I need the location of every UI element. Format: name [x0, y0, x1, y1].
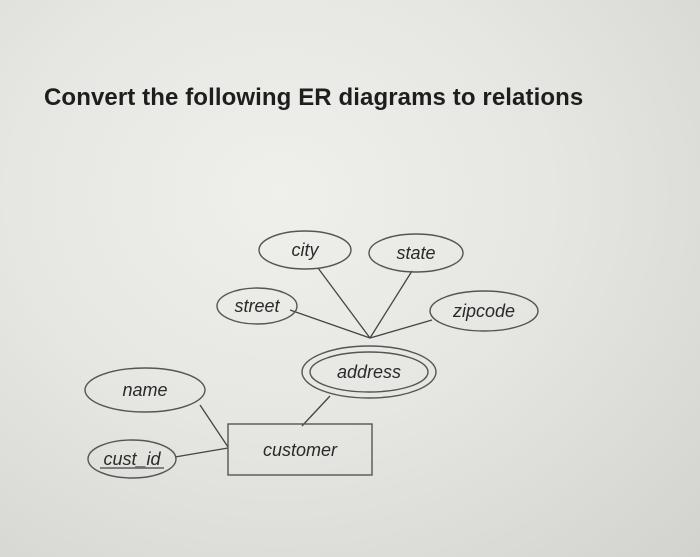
attribute-state-label: state	[396, 243, 435, 263]
relationship-lines	[174, 267, 433, 458]
line-zipcode-address	[369, 319, 433, 339]
attribute-city: city	[258, 230, 352, 270]
attribute-name-label: name	[122, 380, 167, 400]
attribute-zipcode: zipcode	[429, 290, 539, 332]
page-title: Convert the following ER diagrams to rel…	[44, 84, 584, 111]
attribute-zipcode-label: zipcode	[452, 301, 515, 321]
line-street-address	[289, 309, 371, 339]
entity-customer-label: customer	[263, 440, 338, 460]
line-state-address	[369, 270, 413, 339]
line-custid-customer	[174, 447, 229, 458]
line-address-customer	[301, 395, 331, 427]
entity-customer: customer	[227, 423, 373, 476]
attribute-state: state	[368, 233, 464, 273]
attribute-address-multivalued: address	[301, 345, 437, 399]
line-name-customer	[199, 404, 229, 448]
attribute-city-label: city	[292, 240, 320, 260]
attribute-cust-id-label: cust_id	[103, 449, 161, 469]
attribute-cust-id-key: cust_id	[87, 439, 177, 479]
attribute-name: name	[84, 367, 206, 413]
attribute-address-label: address	[337, 362, 401, 382]
attribute-street-label: street	[234, 296, 280, 316]
attribute-street: street	[216, 287, 298, 325]
line-city-address	[317, 267, 371, 339]
